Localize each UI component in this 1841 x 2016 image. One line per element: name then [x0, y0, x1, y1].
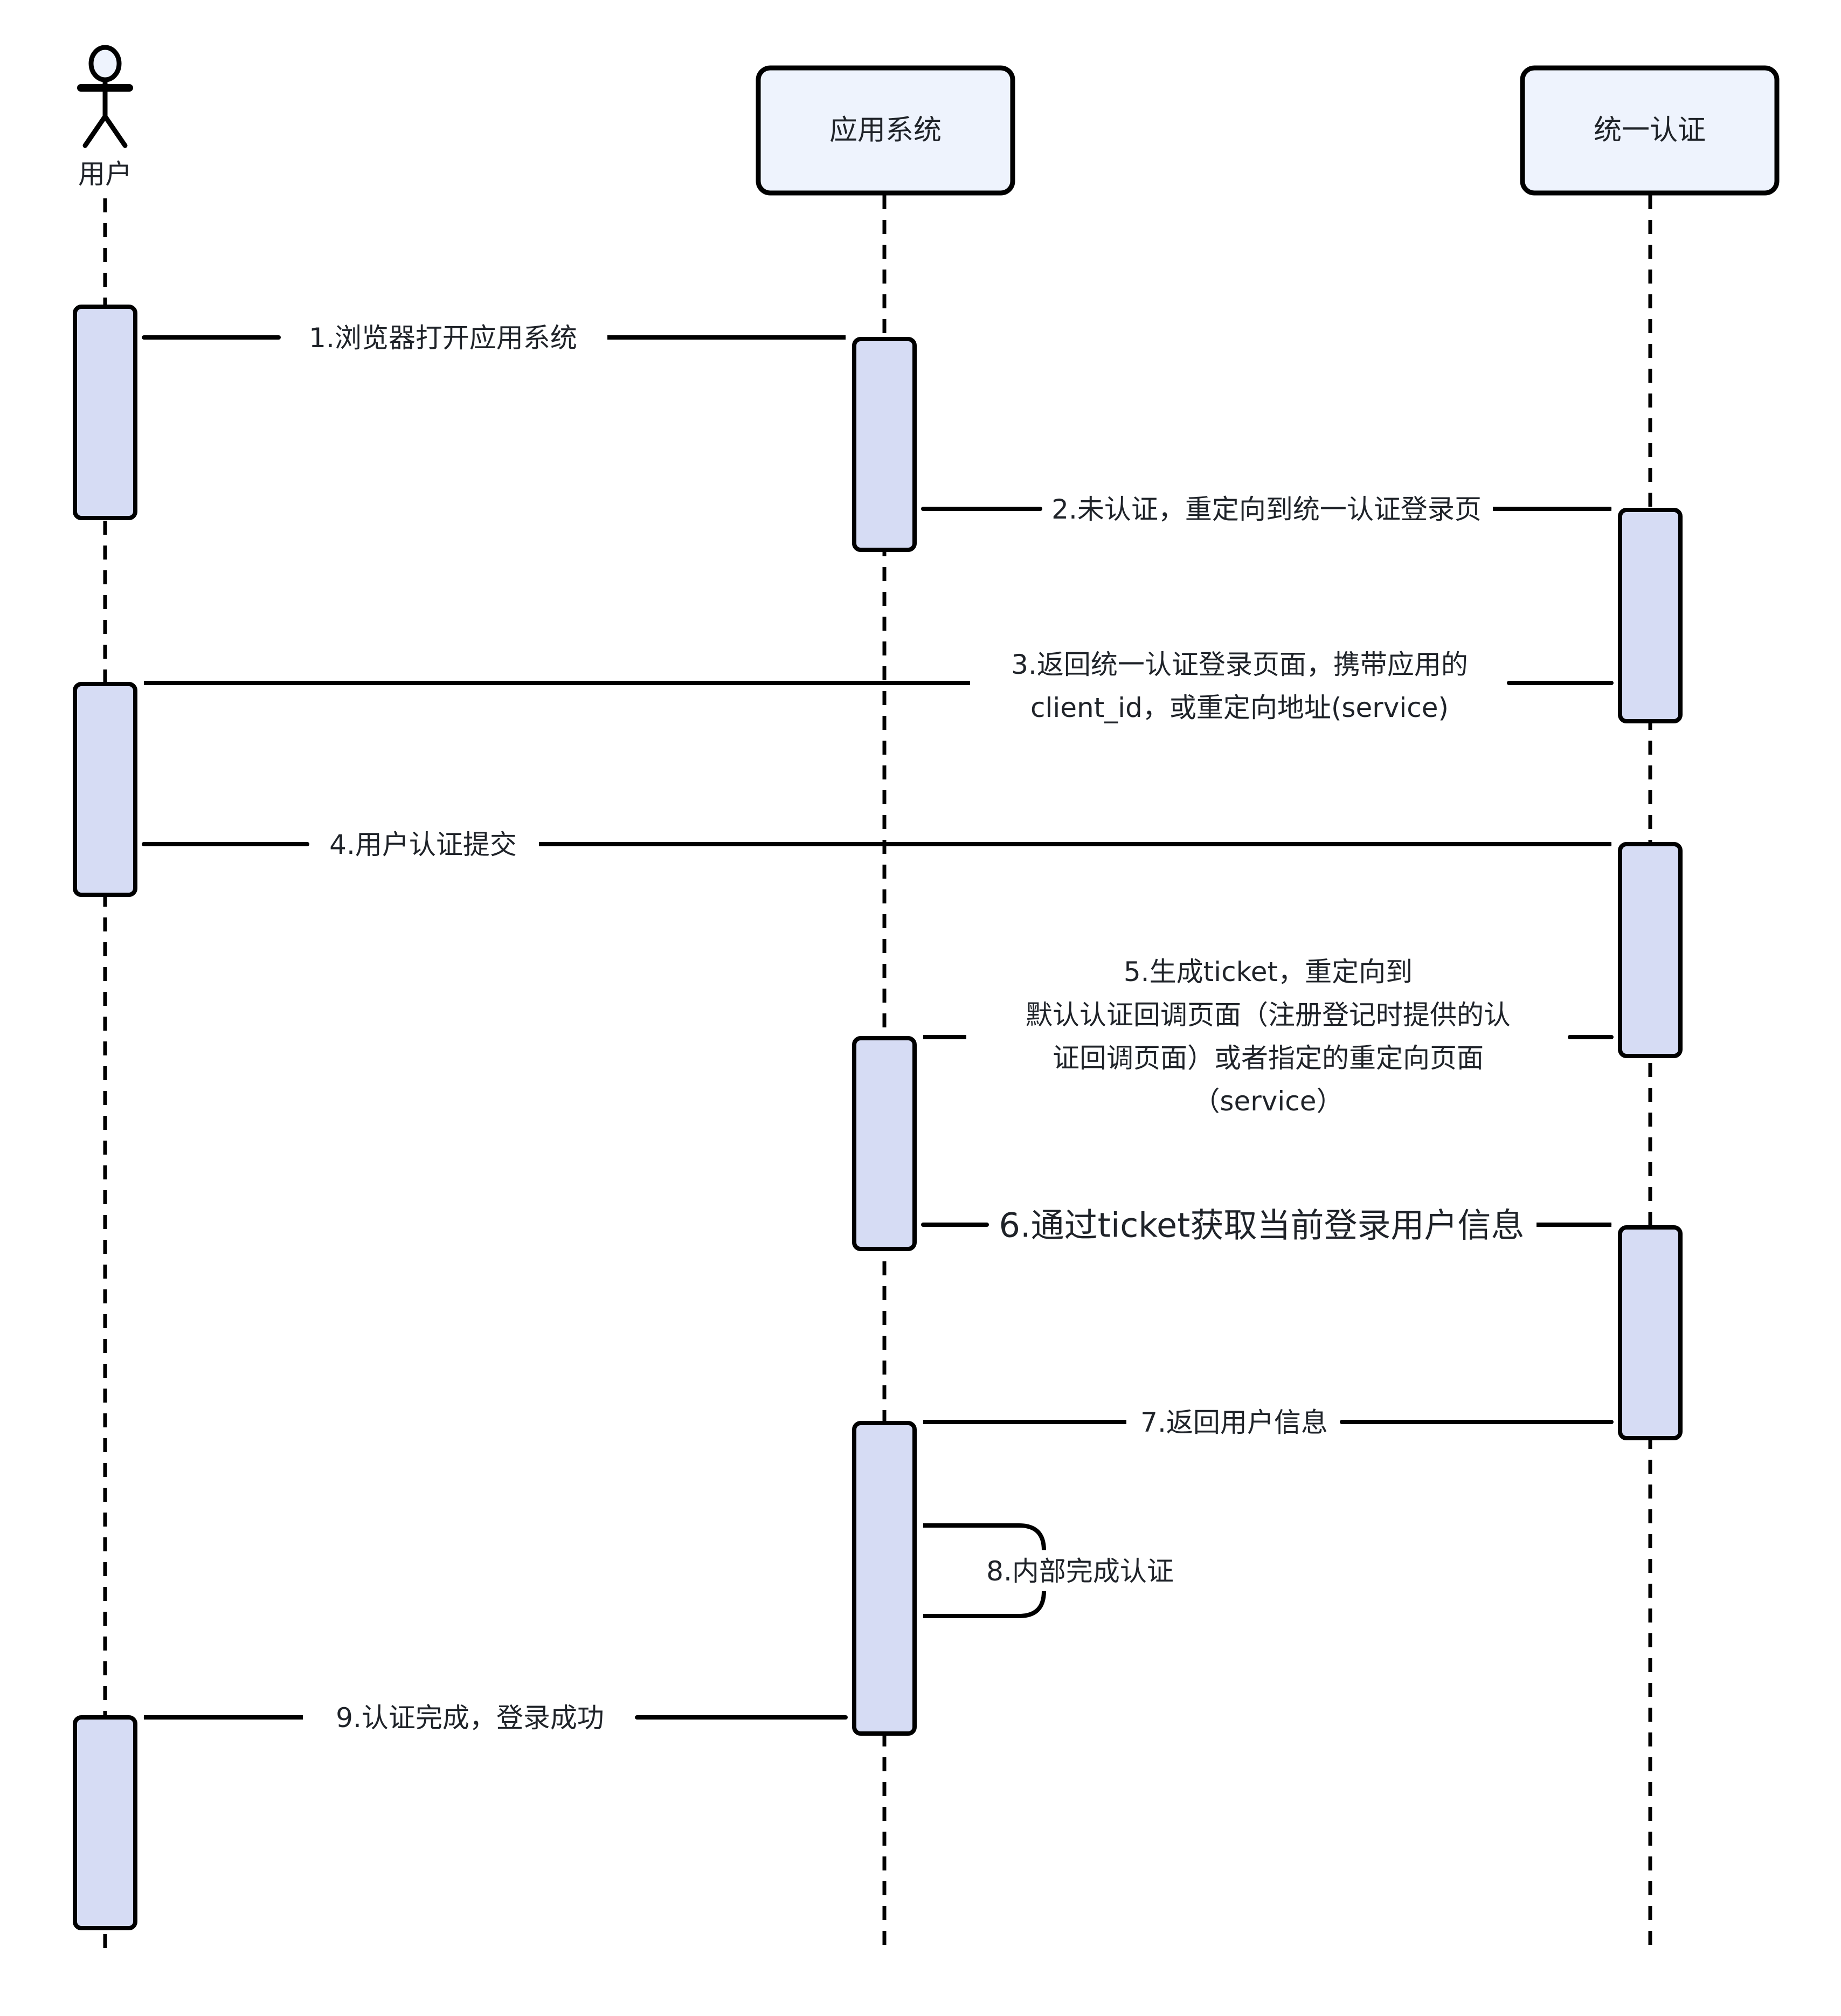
message-1[interactable]: 1.浏览器打开应用系统: [142, 322, 846, 354]
activation-bar-auth: [1618, 842, 1683, 1058]
message-label: 8.内部完成认证: [986, 1556, 1174, 1587]
message-label: 5.生成ticket，重定向到: [1124, 956, 1413, 988]
message-label: 4.用户认证提交: [329, 829, 517, 860]
self-call-line-bottom: [923, 1591, 1046, 1618]
message-2[interactable]: 2.未认证，重定向到统一认证登录页: [921, 494, 1612, 525]
participant-app[interactable]: 应用系统: [756, 65, 1015, 196]
stick-figure-icon: [77, 45, 133, 148]
participant-label-app: 应用系统: [829, 114, 942, 147]
activation-bars: [73, 305, 1683, 1930]
message-4[interactable]: 4.用户认证提交: [142, 829, 1612, 860]
message-label: 6.通过ticket获取当前登录用户信息: [999, 1205, 1525, 1245]
activation-bar-user: [73, 1715, 137, 1930]
participant-label-auth: 统一认证: [1594, 114, 1706, 147]
message-6[interactable]: 6.通过ticket获取当前登录用户信息: [921, 1205, 1612, 1245]
activation-bar-app: [852, 337, 917, 552]
activation-bar-app: [852, 1036, 917, 1251]
message-label: 1.浏览器打开应用系统: [309, 322, 577, 354]
activation-bar-user: [73, 682, 137, 897]
activation-bar-app: [852, 1421, 917, 1736]
message-label: 3.返回统一认证登录页面，携带应用的: [1011, 649, 1468, 680]
message-label: 默认认证回调页面（注册登记时提供的认: [1026, 999, 1511, 1031]
activation-bar-auth: [1618, 508, 1683, 723]
message-label: 2.未认证，重定向到统一认证登录页: [1051, 494, 1482, 525]
participant-label-user: 用户: [78, 158, 132, 190]
messages: 1.浏览器打开应用系统 2.未认证，重定向到统一认证登录页 3.返回统一认证登录页面…: [142, 322, 1614, 1734]
message-label: 9.认证完成，登录成功: [336, 1702, 604, 1734]
message-label: 证回调页面）或者指定的重定向页面: [1053, 1042, 1484, 1074]
message-3[interactable]: 3.返回统一认证登录页面，携带应用的 client_id，或重定向地址(servi…: [143, 649, 1614, 723]
message-9[interactable]: 9.认证完成，登录成功: [143, 1702, 848, 1734]
activation-bar-user: [73, 305, 137, 520]
participant-user[interactable]: 用户: [77, 45, 133, 190]
message-label: 7.返回用户信息: [1140, 1407, 1328, 1438]
message-8[interactable]: 8.内部完成认证: [923, 1523, 1174, 1618]
activation-bar-auth: [1618, 1225, 1683, 1440]
message-7[interactable]: 7.返回用户信息: [923, 1407, 1614, 1438]
message-5[interactable]: 5.生成ticket，重定向到默认认证回调页面（注册登记时提供的认证回调页面）或…: [923, 956, 1614, 1117]
self-call-line-top: [923, 1523, 1046, 1551]
participant-auth[interactable]: 统一认证: [1520, 65, 1780, 196]
message-label: （service）: [1193, 1086, 1343, 1117]
message-label: client_id，或重定向地址(service): [1030, 692, 1449, 723]
